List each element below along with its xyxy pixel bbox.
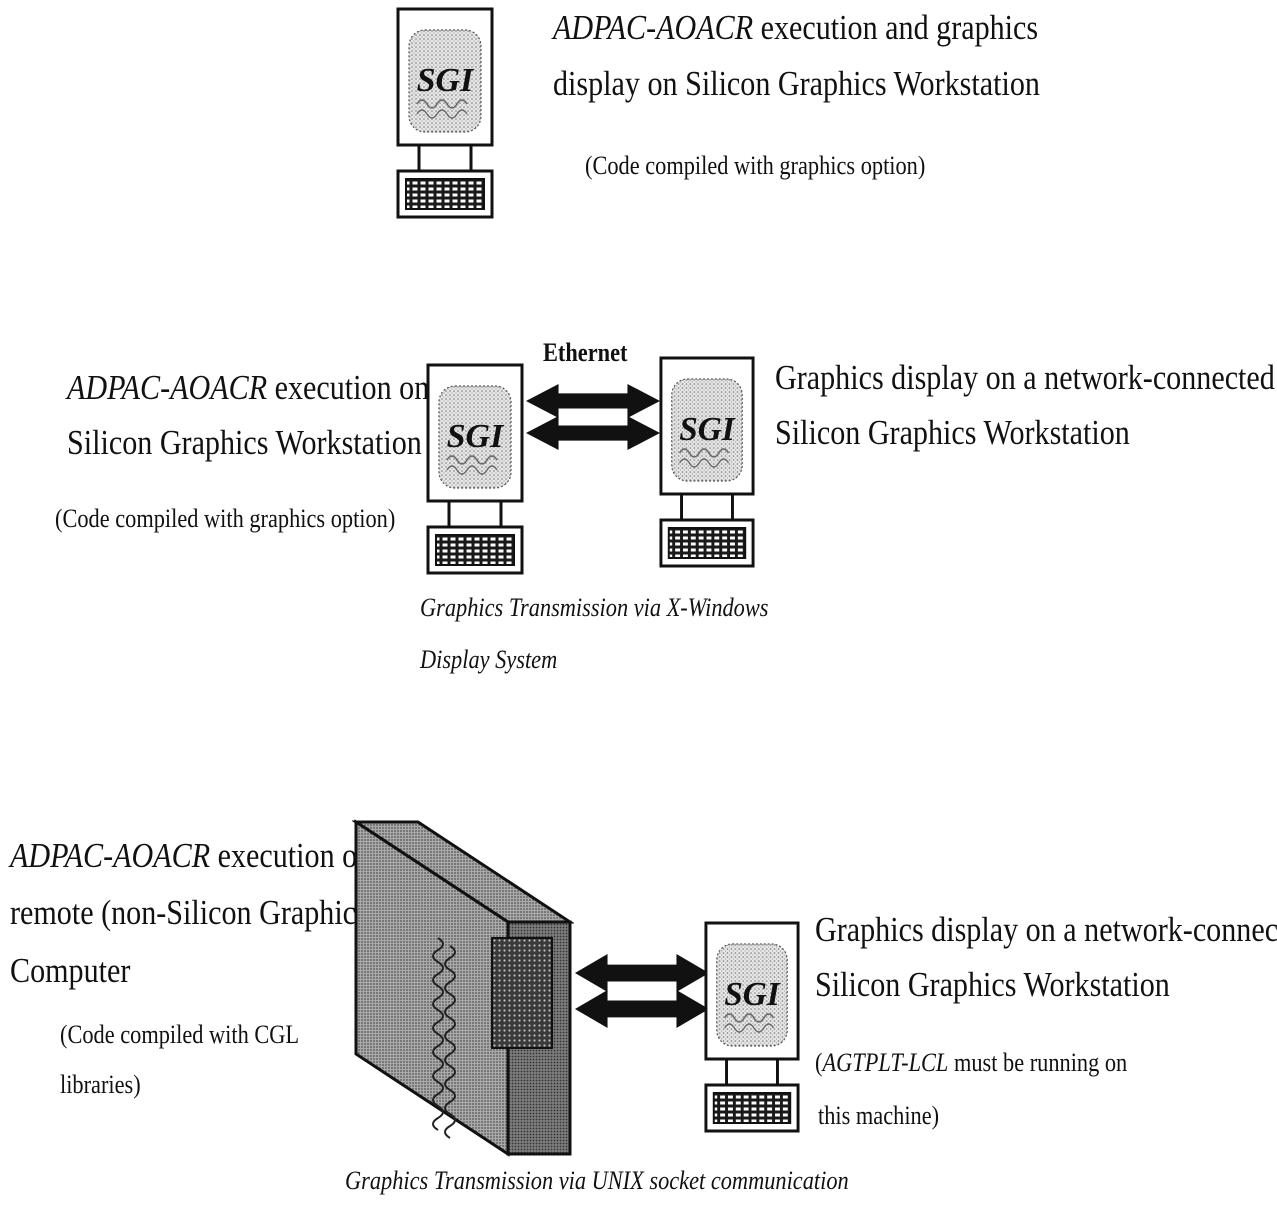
ethernet-label: Ethernet <box>543 338 628 367</box>
sgi-workstation-icon: SGI <box>658 355 756 570</box>
remote-computer-icon <box>352 818 574 1158</box>
xwin-caption-line2: Display System <box>420 645 558 674</box>
local-description-line1: ADPAC-AOACR execution and graphics <box>553 8 1039 47</box>
sgi-workstation-icon: SGI <box>703 920 801 1135</box>
sgi-workstation-icon: SGI <box>425 362 525 577</box>
local-compile-note: (Code compiled with graphics option) <box>585 151 926 180</box>
socket-right-description-line2: Silicon Graphics Workstation <box>815 965 1170 1004</box>
bidirectional-arrow-icon <box>526 384 660 450</box>
socket-right-note-line2: this machine) <box>818 1101 940 1130</box>
sgi-logo: SGI <box>679 411 736 448</box>
local-description-line2: display on Silicon Graphics Workstation <box>553 64 1040 103</box>
program-name: ADPAC-AOACR <box>553 8 754 47</box>
socket-caption: Graphics Transmission via UNIX socket co… <box>345 1166 849 1195</box>
socket-right-note-line1: (AGTPLT-LCL must be running on <box>815 1048 1128 1077</box>
xwin-caption-line1: Graphics Transmission via X-Windows <box>420 593 769 622</box>
socket-left-compile-note-line1: (Code compiled with CGL <box>60 1020 300 1049</box>
xwin-left-compile-note: (Code compiled with graphics option) <box>55 504 396 533</box>
program-name: ADPAC-AOACR <box>10 836 211 875</box>
xwin-right-description-line1: Graphics display on a network-connected <box>775 358 1275 397</box>
xwin-left-description-line2: Silicon Graphics Workstation <box>67 423 422 462</box>
program-name: ADPAC-AOACR <box>67 368 268 407</box>
socket-left-description-line2: remote (non-Silicon Graphics) <box>10 893 378 932</box>
socket-left-description-line1: ADPAC-AOACR execution on <box>10 836 373 875</box>
sgi-logo: SGI <box>417 62 475 99</box>
sgi-workstation-icon: SGI <box>395 6 495 221</box>
xwin-left-description-line1: ADPAC-AOACR execution on <box>67 368 430 407</box>
agtplt-lcl-name: AGTPLT-LCL <box>822 1048 949 1077</box>
socket-left-compile-note-line2: libraries) <box>60 1070 141 1099</box>
xwin-right-description-line2: Silicon Graphics Workstation <box>775 413 1130 452</box>
sgi-logo: SGI <box>447 418 505 455</box>
sgi-logo: SGI <box>724 976 781 1013</box>
socket-right-description-line1: Graphics display on a network-connected <box>815 910 1277 949</box>
bidirectional-arrow-icon <box>575 954 709 1028</box>
socket-left-description-line3: Computer <box>10 951 131 990</box>
